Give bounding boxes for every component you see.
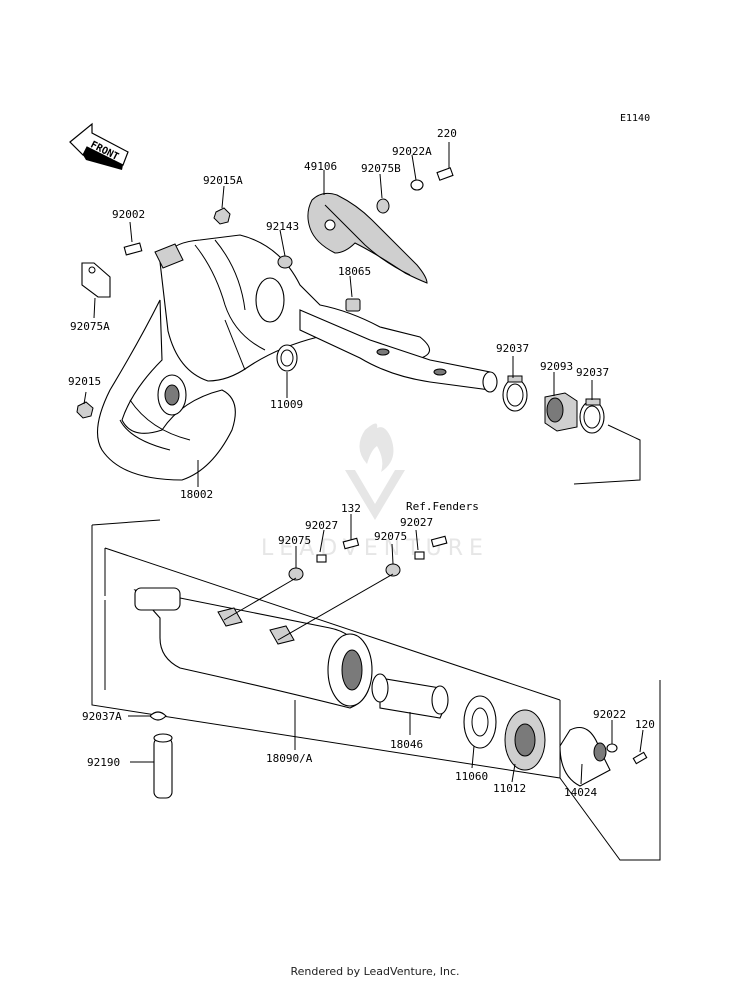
silencer-18090A <box>133 587 373 709</box>
label-92190: 92190 <box>87 756 120 769</box>
label-92037A: 92037A <box>82 710 122 723</box>
label-92022: 92022 <box>593 708 626 721</box>
leader-lines <box>83 142 644 785</box>
label-92075-right: 92075 <box>374 530 407 543</box>
label-11060: 11060 <box>455 770 488 783</box>
label-18065: 18065 <box>338 265 371 278</box>
label-18046: 18046 <box>390 738 423 751</box>
label-11009: 11009 <box>270 398 303 411</box>
label-18090A: 18090/A <box>266 752 313 765</box>
part-labels: 220 92022A 49106 92075B 92015A 92002 921… <box>68 127 655 799</box>
label-ref-fenders: Ref.Fenders <box>406 500 479 513</box>
silencer-panel-outline <box>91 424 661 861</box>
footer-credit: Rendered by LeadVenture, Inc. <box>290 965 459 978</box>
label-49106: 49106 <box>304 160 337 173</box>
label-220: 220 <box>437 127 457 140</box>
heat-guard-49106 <box>307 192 428 284</box>
front-arrow-icon: FRONT <box>69 122 129 170</box>
label-14024: 14024 <box>564 786 597 799</box>
label-92015A: 92015A <box>203 174 243 187</box>
label-92027-left: 92027 <box>305 519 338 532</box>
label-18002: 18002 <box>180 488 213 501</box>
label-92002: 92002 <box>112 208 145 221</box>
label-92037-left: 92037 <box>496 342 529 355</box>
upper-hardware <box>76 167 605 434</box>
diagram-code: E1140 <box>620 113 650 124</box>
label-92037-right: 92037 <box>576 366 609 379</box>
label-92143: 92143 <box>266 220 299 233</box>
label-132: 132 <box>341 502 361 515</box>
label-92075B: 92075B <box>361 162 401 175</box>
label-92022A: 92022A <box>392 145 432 158</box>
label-92093: 92093 <box>540 360 573 373</box>
label-92015: 92015 <box>68 375 101 388</box>
label-11012: 11012 <box>493 782 526 795</box>
label-92027-right: 92027 <box>400 516 433 529</box>
label-92075-left: 92075 <box>278 534 311 547</box>
silencer-internal-parts <box>149 535 648 799</box>
expansion-chamber-18002 <box>97 234 498 481</box>
label-92075A: 92075A <box>70 320 110 333</box>
label-120: 120 <box>635 718 655 731</box>
